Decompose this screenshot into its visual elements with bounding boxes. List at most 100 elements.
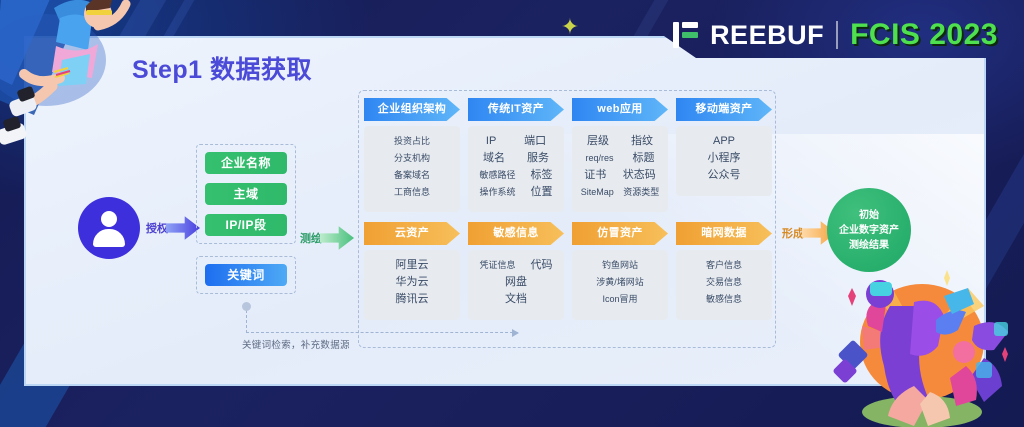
asset-card-row: 钓鱼网站 [576, 257, 664, 274]
brand-divider [836, 21, 839, 49]
asset-card-row: 操作系统 位置 [472, 184, 560, 201]
asset-card-row: 华为云 [368, 274, 456, 291]
asset-card-title[interactable]: 传统IT资产 [468, 98, 564, 121]
brand-lockup: REEBUF FCIS 2023 [673, 18, 998, 52]
asset-item: 端口 [524, 135, 547, 147]
asset-item: 文档 [505, 293, 527, 305]
asset-card-title[interactable]: 敏感信息 [468, 222, 564, 245]
asset-card: 企业组织架构投资占比分支机构备案域名工商信息 [364, 98, 460, 212]
asset-item: 小程序 [707, 152, 741, 164]
asset-item: 备案域名 [393, 170, 430, 180]
asset-card-row: Icon冒用 [576, 291, 664, 308]
asset-card-title[interactable]: 企业组织架构 [364, 98, 460, 121]
result-line: 测绘结果 [849, 239, 889, 251]
secondary-input-box: 关键词 [196, 256, 296, 294]
asset-item: 交易信息 [705, 277, 742, 287]
arrow-right-icon [166, 216, 200, 240]
result-badge: 初始企业数字资产测绘结果 [827, 188, 911, 272]
asset-card-row: 文档 [472, 291, 560, 308]
asset-card-row: 腾讯云 [368, 291, 456, 308]
asset-card-row: req/res 标题 [576, 150, 664, 167]
asset-item: 公众号 [707, 169, 741, 181]
arrow-survey-label: 测绘 [300, 233, 322, 245]
asset-card: 暗网数据客户信息交易信息敏感信息 [676, 222, 772, 320]
asset-item: 阿里云 [395, 259, 429, 271]
asset-item: 域名 [483, 152, 505, 164]
arrow-authorize-label: 授权 [146, 223, 168, 235]
asset-card-title[interactable]: 云资产 [364, 222, 460, 245]
asset-item: req/res [585, 153, 614, 163]
asset-item: 网盘 [505, 276, 527, 288]
asset-item: 凭证信息 [479, 260, 516, 270]
chip-company-name[interactable]: 企业名称 [205, 152, 287, 174]
asset-item: 标题 [632, 152, 655, 164]
asset-card-body: APP 小程序公众号 [676, 126, 772, 196]
asset-card-row: 分支机构 [368, 150, 456, 167]
asset-card-title[interactable]: 仿冒资产 [572, 222, 668, 245]
chip-keyword[interactable]: 关键词 [205, 264, 287, 286]
asset-card-body: 钓鱼网站涉黄/堵网站 Icon冒用 [572, 250, 668, 320]
asset-item: 服务 [527, 152, 549, 164]
asset-item: 工商信息 [393, 187, 430, 197]
page-title: Step1 数据获取 [132, 56, 313, 84]
sparkle-icon: ✦ [560, 14, 580, 39]
keyword-connector-line [246, 305, 247, 333]
asset-item: 位置 [530, 186, 553, 198]
asset-card-body: 投资占比分支机构备案域名工商信息 [364, 126, 460, 212]
result-line: 企业数字资产 [839, 224, 899, 236]
asset-item: 状态码 [622, 169, 656, 181]
asset-item: 客户信息 [705, 260, 742, 270]
primary-input-box: 企业名称 主域 IP/IP段 [196, 144, 296, 244]
freebuf-wordmark: REEBUF [710, 19, 825, 50]
asset-card-title[interactable]: 暗网数据 [676, 222, 772, 245]
asset-item: 涉黄/堵网站 [596, 277, 644, 287]
asset-card-title[interactable]: web应用 [572, 98, 668, 121]
asset-item: 操作系统 [479, 187, 516, 197]
asset-card: 仿冒资产钓鱼网站涉黄/堵网站 Icon冒用 [572, 222, 668, 320]
asset-item: 敏感信息 [705, 294, 742, 304]
chip-ip-range[interactable]: IP/IP段 [205, 214, 287, 236]
result-line: 初始 [859, 209, 879, 221]
asset-item: 代码 [530, 259, 553, 271]
keyword-connector-dot [242, 302, 251, 311]
arrow-form-label: 形成 [782, 228, 804, 240]
user-avatar [78, 197, 140, 259]
arrow-survey: 测绘 [300, 225, 354, 251]
asset-item: 钓鱼网站 [601, 260, 638, 270]
asset-card: 移动端资产 APP 小程序公众号 [676, 98, 772, 212]
keyword-note: 关键词检索，补充数据源 [242, 340, 350, 351]
asset-card-row: 公众号 [680, 167, 768, 184]
asset-card-row: 备案域名 [368, 167, 456, 184]
input-group: 企业名称 主域 IP/IP段 关键词 [196, 144, 296, 294]
event-name: FCIS 2023 [850, 18, 998, 51]
asset-item: 敏感路径 [479, 170, 516, 180]
asset-card-row: 敏感信息 [680, 291, 768, 308]
asset-card-body: 凭证信息 代码网盘文档 [468, 250, 564, 320]
asset-card-row: 涉黄/堵网站 [576, 274, 664, 291]
asset-item: 标签 [530, 169, 553, 181]
asset-card-row: 敏感路径 标签 [472, 167, 560, 184]
arrow-right-icon [320, 226, 354, 250]
asset-item: 指纹 [631, 135, 653, 147]
asset-card-row: APP [680, 133, 768, 150]
asset-card: 敏感信息凭证信息 代码网盘文档 [468, 222, 564, 320]
abstract-figures-illustration [833, 270, 1008, 427]
asset-card-row: 工商信息 [368, 184, 456, 201]
asset-card: 云资产阿里云华为云腾讯云 [364, 222, 460, 320]
keyword-feedback-path [246, 329, 519, 337]
asset-card-body: 客户信息交易信息敏感信息 [676, 250, 772, 320]
asset-item: 投资占比 [393, 136, 430, 146]
asset-card-row: 层级指纹 [576, 133, 664, 150]
asset-card-title[interactable]: 移动端资产 [676, 98, 772, 121]
asset-card-row: 阿里云 [368, 257, 456, 274]
freebuf-logo-icon [673, 22, 699, 48]
chip-main-domain[interactable]: 主域 [205, 183, 287, 205]
asset-card-row: 证书状态码 [576, 167, 664, 184]
asset-item: APP [712, 135, 735, 147]
asset-item: 分支机构 [393, 153, 430, 163]
